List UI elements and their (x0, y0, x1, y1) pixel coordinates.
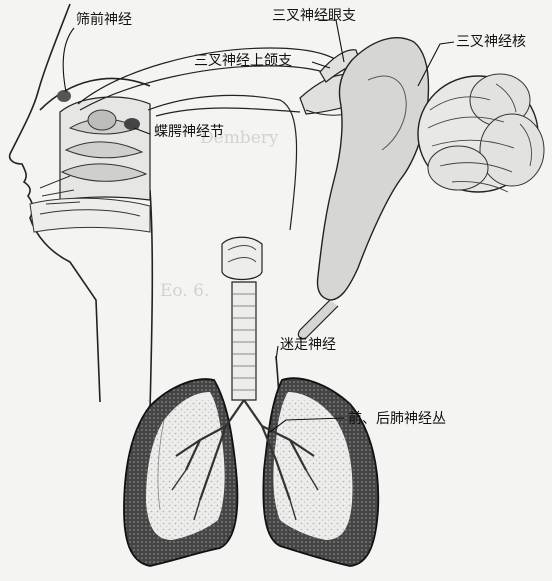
cerebellum (418, 74, 544, 192)
label-ethmoid-nerve: 筛前神经 (76, 13, 132, 27)
nasal-cavity (30, 90, 150, 232)
label-trigeminal-maxillary: 三叉神经上颌支 (194, 54, 292, 68)
label-vagus-nerve: 迷走神经 (280, 338, 336, 352)
trigeminal-brainstem (298, 38, 428, 339)
label-pterygopalatine-ganglion: 蝶腭神经节 (154, 125, 224, 139)
label-trigeminal-nucleus: 三叉神经核 (456, 35, 526, 49)
label-pulmonary-plexus: 前、后肺神经丛 (348, 412, 446, 426)
label-trigeminal-ophthalmic: 三叉神经眼支 (272, 9, 356, 23)
lungs (124, 378, 378, 566)
trachea (222, 237, 262, 400)
